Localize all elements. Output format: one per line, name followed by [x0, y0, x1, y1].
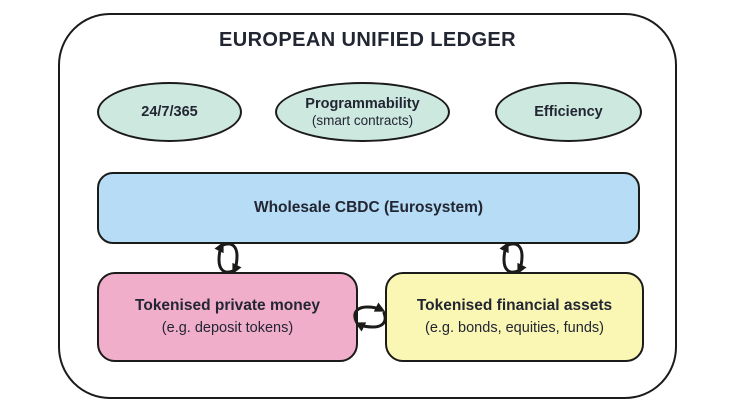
bidirectional-arrow-cbdc-assets-icon — [496, 240, 530, 276]
feature-sublabel: (smart contracts) — [311, 112, 414, 128]
european-unified-ledger-container: EUROPEAN UNIFIED LEDGER 24/7/365 Program… — [58, 13, 677, 399]
tokenised-private-money-box: Tokenised private money (e.g. deposit to… — [97, 272, 358, 362]
feature-ellipse-programmability: Programmability (smart contracts) — [275, 82, 450, 142]
feature-label: 24/7/365 — [141, 103, 198, 120]
private-money-label: Tokenised private money — [135, 297, 320, 315]
feature-label: Efficiency — [534, 103, 603, 120]
diagram-title: EUROPEAN UNIFIED LEDGER — [218, 29, 516, 51]
feature-ellipse-efficiency: Efficiency — [495, 82, 642, 142]
wholesale-cbdc-box: Wholesale CBDC (Eurosystem) — [97, 172, 640, 244]
bidirectional-arrow-cbdc-private-icon — [211, 240, 245, 276]
financial-assets-label: Tokenised financial assets — [416, 297, 613, 315]
feature-ellipse-availability: 24/7/365 — [97, 82, 242, 142]
feature-label: Programmability — [305, 95, 420, 112]
private-money-sublabel: (e.g. deposit tokens) — [161, 319, 294, 336]
cbdc-label: Wholesale CBDC (Eurosystem) — [253, 198, 484, 216]
financial-assets-sublabel: (e.g. bonds, equities, funds) — [425, 319, 604, 336]
bidirectional-arrow-private-assets-icon — [352, 300, 388, 334]
tokenised-financial-assets-box: Tokenised financial assets (e.g. bonds, … — [385, 272, 644, 362]
